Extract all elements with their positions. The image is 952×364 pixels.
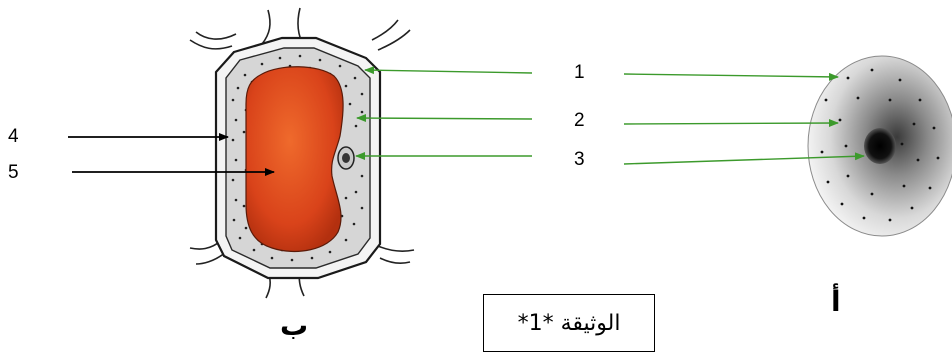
arrow-2-left xyxy=(357,118,532,119)
arrow-1-right xyxy=(624,74,838,77)
plant-cell xyxy=(190,8,414,298)
arrow-1-left xyxy=(365,70,532,73)
green-arrows xyxy=(356,70,864,164)
label-4: 4 xyxy=(8,127,19,146)
animal-cell xyxy=(808,56,952,236)
label-3: 3 xyxy=(574,150,585,169)
document-caption: الوثيقة *1* xyxy=(483,294,655,352)
plant-cell-letter: ب xyxy=(280,312,308,340)
vacuole xyxy=(246,67,343,252)
animal-nucleus xyxy=(864,128,896,164)
animal-cell-letter: أ xyxy=(831,288,841,316)
label-5: 5 xyxy=(8,163,19,182)
nucleus xyxy=(338,147,354,169)
label-1: 1 xyxy=(574,63,585,82)
label-2: 2 xyxy=(574,111,585,130)
arrow-2-right xyxy=(624,123,838,124)
